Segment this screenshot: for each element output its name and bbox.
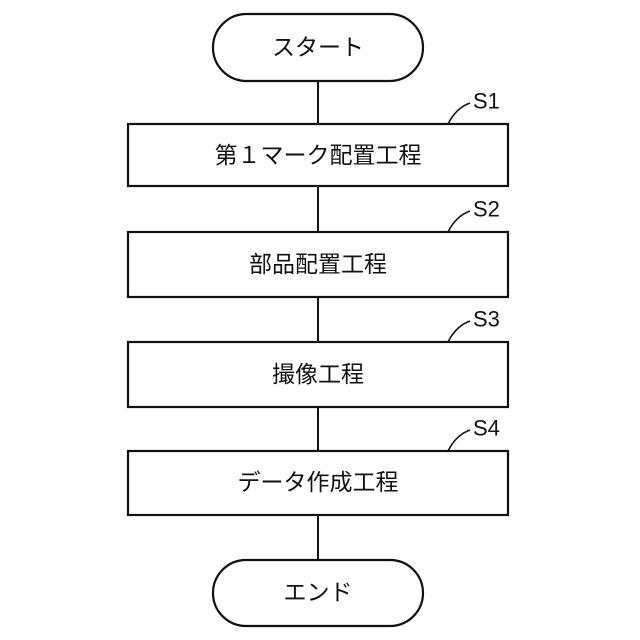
step-s1-ref: S1 xyxy=(473,89,500,114)
step-s4-label: データ作成工程 xyxy=(238,470,399,496)
step-s2-ref-leader xyxy=(448,211,470,232)
start-label: スタート xyxy=(272,35,364,61)
step-s1-label: 第１マーク配置工程 xyxy=(215,143,422,169)
end-terminal: エンド xyxy=(213,560,423,626)
end-label: エンド xyxy=(284,580,353,606)
step-s4-ref: S4 xyxy=(473,416,500,441)
step-s3-label: 撮像工程 xyxy=(272,362,364,388)
step-s4-ref-leader xyxy=(448,430,470,451)
step-s2-label: 部品配置工程 xyxy=(249,252,387,278)
step-s3-ref-leader xyxy=(448,321,470,342)
step-s2-ref: S2 xyxy=(473,197,500,222)
step-s3-ref: S3 xyxy=(473,307,500,332)
start-terminal: スタート xyxy=(213,14,423,81)
step-s1-ref-leader xyxy=(448,103,470,124)
